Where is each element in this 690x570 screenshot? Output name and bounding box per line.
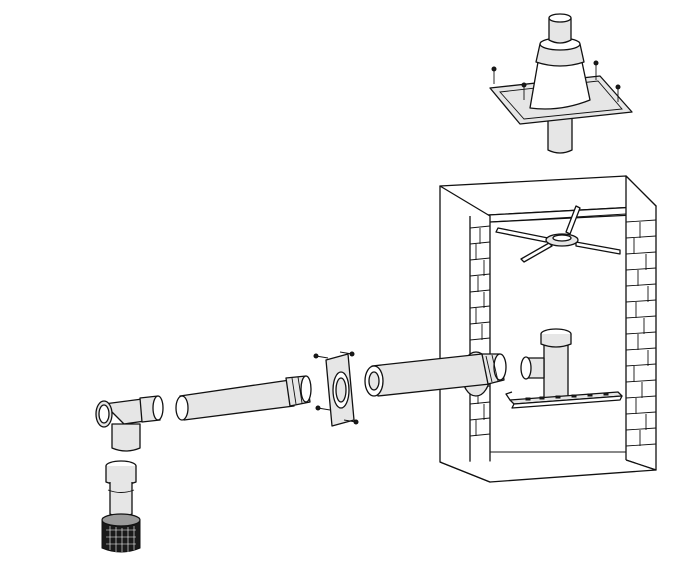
wall-plate [313, 351, 359, 427]
chimney-shaft [439, 175, 657, 483]
roof-terminal [489, 13, 633, 154]
horizontal-pipe-wall [364, 353, 507, 397]
support-bracket [505, 391, 623, 409]
condensate-pipe [105, 460, 137, 518]
horizontal-pipe [175, 375, 312, 421]
boiler-tee [95, 395, 164, 452]
support-tee [520, 328, 572, 402]
drain-cap [101, 513, 141, 553]
spacer-spider [495, 205, 621, 263]
